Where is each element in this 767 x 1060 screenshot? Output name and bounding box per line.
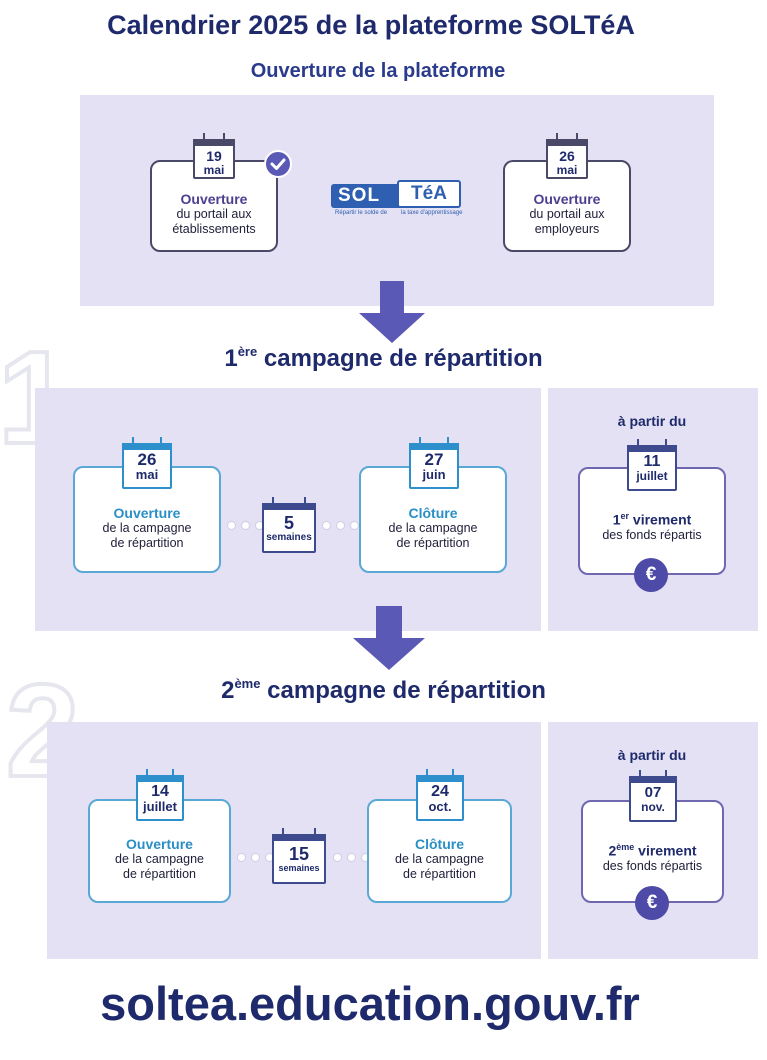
cal-day: 27	[424, 450, 444, 469]
arrow-down-icon	[353, 606, 425, 670]
campagne1-ouverture-card: Ouverture de la campagne de répartition	[73, 466, 221, 573]
card-heading: Ouverture	[533, 191, 601, 207]
calendar-icon: 07 nov.	[629, 770, 677, 822]
card-line: des fonds répartis	[602, 858, 703, 873]
dots-separator	[227, 521, 264, 530]
calendar-icon: 24 oct.	[416, 769, 464, 821]
calendar-icon: 14 juillet	[136, 769, 184, 821]
card-line: établissements	[172, 222, 256, 236]
card-heading: 2ème virement	[608, 842, 697, 859]
logo-tagline-left: Répartir le solde de	[335, 210, 388, 216]
logo-tagline-right: la taxe d'apprentissage	[401, 210, 463, 216]
duration-num: 15	[288, 844, 310, 864]
a-partir-label: à partir du	[617, 413, 687, 429]
dots-separator	[322, 521, 359, 530]
cal-day: 14	[151, 783, 169, 800]
calendar-icon: 11 juillet	[627, 439, 677, 491]
campagne2-title: 2ème campagne de répartition	[221, 676, 546, 704]
card-heading: 1er virement	[612, 511, 692, 528]
dots-separator	[333, 853, 370, 862]
card-heading: Clôture	[415, 836, 464, 852]
ouverture-heading: Ouverture de la plateforme	[250, 60, 506, 82]
euro-icon: €	[634, 558, 668, 592]
a-partir-label: à partir du	[617, 747, 687, 763]
calendar-icon: 26 mai	[546, 133, 588, 179]
duration-unit: semaines	[266, 532, 312, 543]
card-line: des fonds répartis	[602, 527, 702, 542]
duration-num: 5	[283, 513, 294, 533]
card-line: employeurs	[534, 222, 600, 236]
cal-month: nov.	[641, 800, 665, 814]
cal-month: mai	[135, 467, 159, 482]
page-title: Calendrier 2025 de la plateforme SOLTéA	[107, 10, 635, 40]
campagne1-title: 1ère campagne de répartition	[224, 344, 543, 372]
campagne2-ouverture-card: Ouverture de la campagne de répartition	[88, 799, 231, 903]
calendar-icon: 19 mai	[193, 133, 235, 179]
cal-month: juin	[422, 467, 446, 482]
website-url[interactable]: soltea.education.gouv.fr	[100, 977, 640, 1030]
card-line: de la campagne	[115, 852, 204, 866]
card-line: de répartition	[110, 536, 184, 550]
cal-day: 11	[643, 453, 661, 470]
cal-month: juillet	[143, 799, 177, 814]
duration-calendar-icon: 15 semaines	[272, 828, 326, 884]
euro-icon: €	[635, 886, 669, 920]
duration-unit: semaines	[278, 863, 320, 873]
cal-day: 26	[559, 148, 575, 164]
cal-day: 07	[644, 784, 662, 801]
cal-day: 24	[431, 783, 449, 800]
card-line: de répartition	[396, 536, 470, 550]
logo-tea: TéA	[397, 180, 461, 208]
arrow-down-icon	[359, 281, 425, 343]
cal-month: mai	[203, 163, 225, 177]
soltea-logo: SOL TéA Répartir le solde de la taxe d'a…	[331, 180, 463, 220]
card-line: de répartition	[403, 867, 476, 881]
card-line: du portail aux	[176, 207, 252, 221]
cal-month: mai	[556, 163, 578, 177]
card-line: de la campagne	[388, 521, 478, 535]
logo-sol: SOL	[331, 184, 403, 208]
cal-day: 26	[137, 450, 157, 469]
calendar-icon: 26 mai	[122, 437, 172, 489]
card-heading: Clôture	[408, 505, 458, 521]
card-heading: Ouverture	[180, 191, 248, 207]
card-heading: Ouverture	[126, 836, 193, 852]
cal-day: 19	[206, 148, 222, 164]
card-line: de la campagne	[395, 852, 484, 866]
calendar-icon: 27 juin	[409, 437, 459, 489]
dots-separator	[237, 853, 274, 862]
cal-month: oct.	[428, 799, 452, 814]
card-line: de la campagne	[102, 521, 192, 535]
divider	[541, 388, 545, 631]
card-line: du portail aux	[529, 207, 605, 221]
card-line: de répartition	[123, 867, 196, 881]
cal-month: juillet	[636, 469, 668, 483]
divider	[541, 722, 545, 959]
duration-calendar-icon: 5 semaines	[262, 497, 316, 553]
check-icon	[264, 150, 292, 178]
card-heading: Ouverture	[113, 505, 181, 521]
